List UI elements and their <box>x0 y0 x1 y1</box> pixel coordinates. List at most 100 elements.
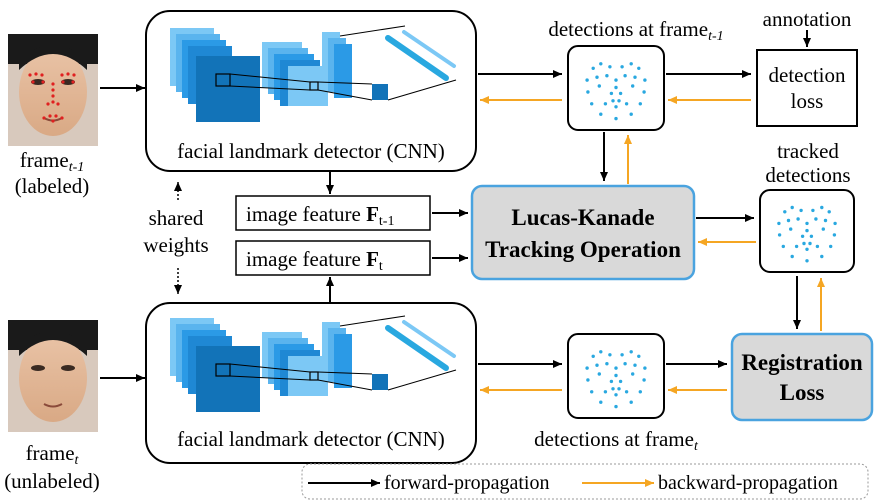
landmark-dot <box>624 390 629 394</box>
landmark-dot <box>805 247 809 251</box>
detections-prev-label: detections at framet-1 <box>548 17 723 44</box>
detections-curr-label: detections at framet <box>534 427 699 454</box>
legend-forward-label: forward-propagation <box>384 472 550 494</box>
lk-line1: Lucas-Kanade <box>511 205 654 230</box>
landmark-dot <box>786 218 791 223</box>
landmark-dots-tracked <box>777 205 837 263</box>
landmark-dot <box>591 66 595 71</box>
landmark-dot <box>631 84 635 88</box>
landmark-dot <box>790 254 794 259</box>
landmark-dot <box>629 400 633 404</box>
landmark-dot <box>799 208 803 213</box>
landmark-dot <box>629 112 633 116</box>
frame-curr-status: (unlabeled) <box>4 469 100 493</box>
landmark-dot <box>633 75 637 79</box>
landmark-dot <box>595 363 599 367</box>
landmark-dot <box>823 218 828 223</box>
landmark-dot <box>637 66 641 71</box>
landmark-dot <box>802 241 806 246</box>
landmark-dot <box>811 208 815 213</box>
landmark-dot <box>618 91 623 96</box>
landmark-dot <box>638 390 642 394</box>
landmark-dot <box>777 221 781 226</box>
lk-line2: Tracking Operation <box>485 237 681 262</box>
landmark-dot <box>611 387 615 391</box>
landmark-dot <box>614 85 618 90</box>
landmark-dot <box>614 373 618 378</box>
landmark-dot <box>599 62 603 66</box>
annotation-label: annotation <box>763 7 852 31</box>
landmark-dot <box>790 205 794 210</box>
landmark-dot <box>789 227 793 231</box>
landmark-dot <box>617 387 621 391</box>
landmark-dot <box>609 91 614 96</box>
landmark-dot <box>805 259 809 263</box>
landmark-dot <box>623 74 627 78</box>
landmark-dot <box>620 65 624 69</box>
tracked-line1: tracked <box>777 139 839 163</box>
landmark-dot <box>620 353 624 357</box>
landmark-dot <box>609 379 614 384</box>
cnn-box-bottom: facial landmark detector (CNN) <box>145 302 477 464</box>
frame-prev-status: (labeled) <box>15 174 90 198</box>
landmark-dot <box>597 372 601 376</box>
landmark-dot <box>808 241 812 246</box>
svg-text:image feature Ft: image feature Ft <box>246 247 383 274</box>
landmark-dot <box>597 84 601 88</box>
landmark-dot <box>623 362 627 366</box>
cnn-layers-top <box>170 25 457 122</box>
face-image-curr <box>8 320 98 432</box>
detection-loss-line2: loss <box>791 89 824 113</box>
landmark-dot <box>614 366 618 370</box>
landmark-dot <box>595 75 599 79</box>
landmark-dot <box>805 221 809 226</box>
image-feature-prev-box: image feature Ft-1 <box>235 195 431 231</box>
landmark-dot <box>631 372 635 376</box>
registration-loss-box: Registration Loss <box>730 332 874 422</box>
landmark-dot <box>633 363 637 367</box>
landmark-dot <box>629 62 633 66</box>
landmark-dot <box>586 378 590 382</box>
landmark-dot <box>832 233 837 237</box>
landmark-dot <box>603 102 608 106</box>
landmark-dot <box>781 244 785 249</box>
landmark-dot <box>638 102 642 106</box>
landmark-dot <box>614 105 618 109</box>
cnn-box-top: facial landmark detector (CNN) <box>145 10 477 172</box>
cnn-bottom-label: facial landmark detector (CNN) <box>177 427 445 451</box>
detection-loss-line1: detection <box>769 63 846 87</box>
landmark-dot <box>614 78 618 82</box>
landmark-dot <box>586 90 590 94</box>
landmark-dot <box>809 234 814 238</box>
frame-curr-label: framet <box>26 441 80 468</box>
legend: forward-propagation backward-propagation <box>301 463 869 500</box>
landmark-dot <box>783 210 787 214</box>
lucas-kanade-box: Lucas-Kanade Tracking Operation <box>470 184 696 281</box>
svg-text:image feature Ft-1: image feature Ft-1 <box>246 202 394 229</box>
landmark-dot <box>777 233 782 237</box>
cnn-top-label: facial landmark detector (CNN) <box>177 139 445 163</box>
shared-weights-line2: weights <box>143 233 208 257</box>
landmark-dots-prev <box>585 62 647 121</box>
landmark-dot <box>590 102 594 106</box>
landmark-dot <box>800 234 805 238</box>
cnn-layers-bottom <box>170 315 457 412</box>
landmark-dot <box>603 390 608 394</box>
landmark-dot <box>637 354 641 358</box>
tracked-line2: detections <box>765 163 850 187</box>
landmark-dot <box>820 254 824 259</box>
landmark-dot <box>605 362 609 366</box>
landmark-dot <box>617 99 621 103</box>
landmark-dot <box>642 90 646 94</box>
landmark-dot <box>585 366 589 370</box>
landmark-dot <box>643 78 647 82</box>
landmark-dot <box>611 99 615 103</box>
landmark-dot <box>827 210 831 214</box>
face-image-prev <box>8 34 98 146</box>
frame-prev-label: framet-1 <box>20 148 85 175</box>
landmark-dots-curr <box>585 350 647 409</box>
landmark-dot <box>590 390 594 394</box>
landmark-dot <box>599 350 603 354</box>
